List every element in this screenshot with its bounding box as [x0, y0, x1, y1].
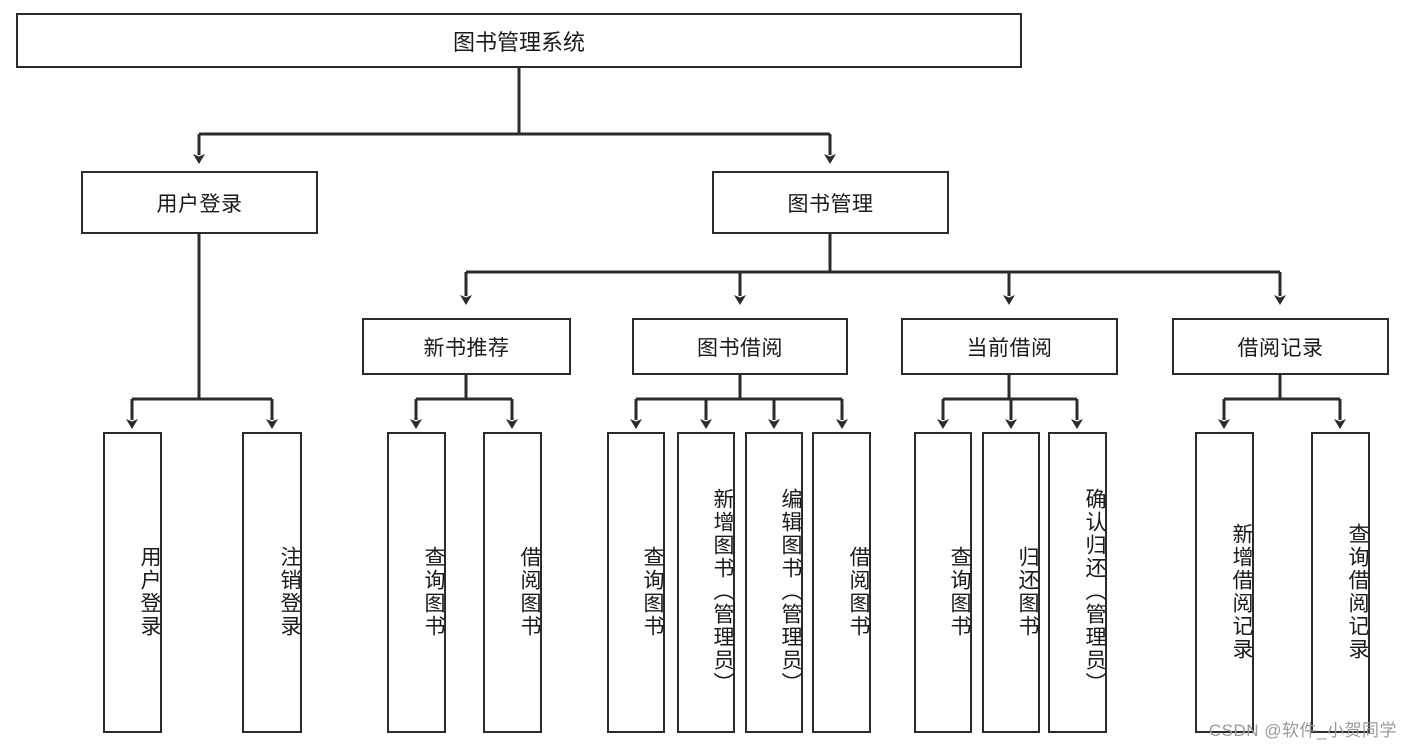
leaf-label: 新增图书（管理员） [711, 488, 734, 695]
leaf-label: 归还图书 [1016, 545, 1039, 638]
leaf-label: 新增借阅记录 [1230, 522, 1253, 661]
node-book-borrow[interactable]: 图书借阅 [632, 318, 848, 375]
leaf-record-add-record[interactable]: 新增借阅记录 [1195, 432, 1254, 733]
node-current-borrow[interactable]: 当前借阅 [901, 318, 1118, 375]
leaf-current-query-book[interactable]: 查询图书 [914, 432, 972, 733]
node-user-login[interactable]: 用户登录 [81, 171, 318, 234]
node-borrow-record[interactable]: 借阅记录 [1172, 318, 1389, 375]
node-book-management[interactable]: 图书管理 [712, 171, 949, 234]
leaf-label: 借阅图书 [847, 545, 870, 638]
leaf-label: 用户登录 [138, 545, 161, 638]
leaf-borrow-query-book[interactable]: 查询图书 [607, 432, 665, 733]
leaf-record-query-record[interactable]: 查询借阅记录 [1311, 432, 1370, 733]
leaf-label: 查询图书 [948, 545, 971, 638]
leaf-borrow-add-book-admin[interactable]: 新增图书（管理员） [677, 432, 735, 733]
leaf-current-confirm-return-admin[interactable]: 确认归还（管理员） [1048, 432, 1107, 733]
leaf-label: 查询图书 [422, 545, 445, 638]
leaf-label: 编辑图书（管理员） [779, 488, 802, 695]
leaf-label: 注销登录 [278, 545, 301, 638]
csdn-watermark: CSDN @软件_小贺同学 [1208, 721, 1397, 740]
node-root-system[interactable]: 图书管理系统 [16, 13, 1022, 68]
leaf-label: 借阅图书 [518, 545, 541, 638]
leaf-borrow-edit-book-admin[interactable]: 编辑图书（管理员） [745, 432, 803, 733]
leaf-recommend-borrow-book[interactable]: 借阅图书 [483, 432, 542, 733]
leaf-recommend-query-book[interactable]: 查询图书 [387, 432, 446, 733]
leaf-current-return-book[interactable]: 归还图书 [982, 432, 1040, 733]
leaf-label: 查询借阅记录 [1346, 522, 1369, 661]
node-new-book-recommend[interactable]: 新书推荐 [362, 318, 571, 375]
leaf-user-login-signin[interactable]: 用户登录 [103, 432, 162, 733]
leaf-user-login-signout[interactable]: 注销登录 [242, 432, 302, 733]
leaf-label: 确认归还（管理员） [1083, 488, 1106, 695]
leaf-borrow-borrow-book[interactable]: 借阅图书 [812, 432, 871, 733]
leaf-label: 查询图书 [641, 545, 664, 638]
